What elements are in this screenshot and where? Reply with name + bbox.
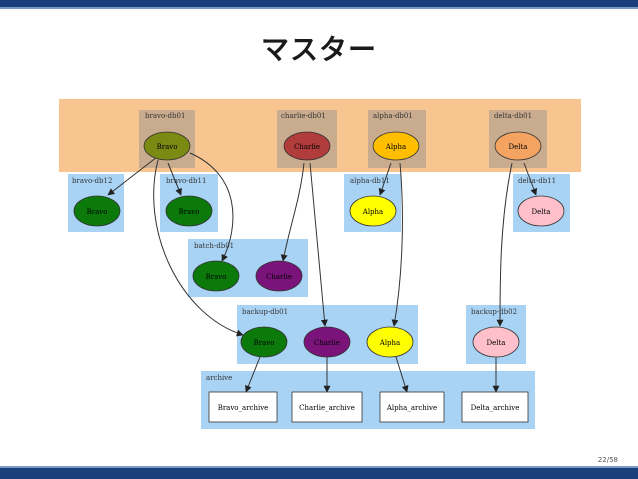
node-archive-alpha-label: Alpha_archive	[386, 404, 437, 412]
node-alpha-master-label: Alpha	[385, 143, 406, 151]
bottom-bar	[0, 468, 638, 479]
node-bravo-master-label: Bravo	[157, 143, 178, 151]
cluster-delta-db11-label: delta-db11	[518, 177, 556, 185]
cluster-bravo-db11-label: bravo-db11	[166, 177, 206, 185]
cluster-bravo-db01-label: bravo-db01	[145, 112, 185, 120]
node-delta-db11-label: Delta	[532, 208, 551, 216]
edge-delta-to-db11	[523, 162, 538, 196]
node-backup-alpha-label: Alpha	[379, 339, 400, 347]
cluster-alpha-db11-label: alpha-db11	[350, 177, 390, 185]
node-bravo-db11	[165, 195, 213, 227]
edge-delta-to-backup	[496, 162, 513, 327]
node-delta-db11	[517, 195, 565, 227]
cluster-backup-db02-label: backup-db02	[471, 308, 517, 316]
node-backup-bravo-label: Bravo	[254, 339, 275, 347]
node-backup-delta	[472, 326, 520, 358]
edge-charlie-to-backup	[309, 162, 328, 327]
cluster-delta-db01-label: delta-db01	[494, 112, 532, 120]
node-backup-alpha	[366, 326, 414, 358]
node-delta-master-label: Delta	[509, 143, 528, 151]
node-archive-delta-label: Delta_archive	[471, 404, 520, 412]
edge-bravo-to-backup	[153, 159, 244, 337]
node-archive-alpha	[379, 391, 445, 423]
edge-bravo-to-db11	[167, 162, 182, 196]
cluster-charlie-db01-label: charlie-db01	[281, 112, 326, 120]
node-alpha-db11-label: Alpha	[362, 208, 383, 216]
node-charlie-master	[283, 131, 331, 161]
node-archive-bravo	[208, 391, 278, 423]
top-bar-accent	[0, 7, 638, 9]
cluster-alpha-db01-label: alpha-db01	[373, 112, 413, 120]
node-archive-charlie-label: Charlie_archive	[299, 404, 355, 412]
node-alpha-db11	[349, 195, 397, 227]
top-bar	[0, 0, 638, 7]
edge-bravo-to-db12	[107, 156, 158, 196]
node-archive-charlie	[291, 391, 363, 423]
node-backup-charlie-label: Charlie	[314, 339, 340, 347]
slide-title: マスター	[260, 33, 377, 66]
edge-bravo-to-batch	[189, 152, 234, 262]
edge-alpha-to-db11	[378, 162, 392, 196]
node-backup-charlie	[303, 326, 351, 358]
node-bravo-db12-label: Bravo	[87, 208, 108, 216]
cluster-backup-db01-label: backup-db01	[242, 308, 288, 316]
node-batch-bravo	[192, 260, 240, 292]
node-batch-bravo-label: Bravo	[206, 273, 227, 281]
edge-backup-alpha-to-archive	[395, 356, 409, 393]
cluster-bravo-db12-label: bravo-db12	[72, 177, 112, 185]
node-alpha-master	[372, 131, 420, 161]
node-charlie-master-label: Charlie	[294, 143, 320, 151]
edge-alpha-to-backup	[391, 162, 403, 327]
edge-backup-bravo-to-archive	[245, 356, 261, 393]
node-archive-delta	[461, 391, 529, 423]
node-bravo-master	[143, 131, 191, 161]
node-archive-bravo-label: Bravo_archive	[218, 404, 269, 412]
cluster-batch-db01-label: batch-db01	[194, 242, 234, 250]
node-backup-delta-label: Delta	[487, 339, 506, 347]
node-batch-charlie	[255, 260, 303, 292]
node-bravo-db11-label: Bravo	[179, 208, 200, 216]
page-number: 22/58	[597, 456, 618, 464]
node-backup-bravo	[240, 326, 288, 358]
cluster-archive-label: archive	[206, 374, 232, 382]
node-batch-charlie-label: Charlie	[266, 273, 292, 281]
node-delta-master	[494, 131, 542, 161]
edge-charlie-to-batch	[280, 162, 305, 262]
node-bravo-db12	[73, 195, 121, 227]
bottom-bar-accent	[0, 466, 638, 468]
